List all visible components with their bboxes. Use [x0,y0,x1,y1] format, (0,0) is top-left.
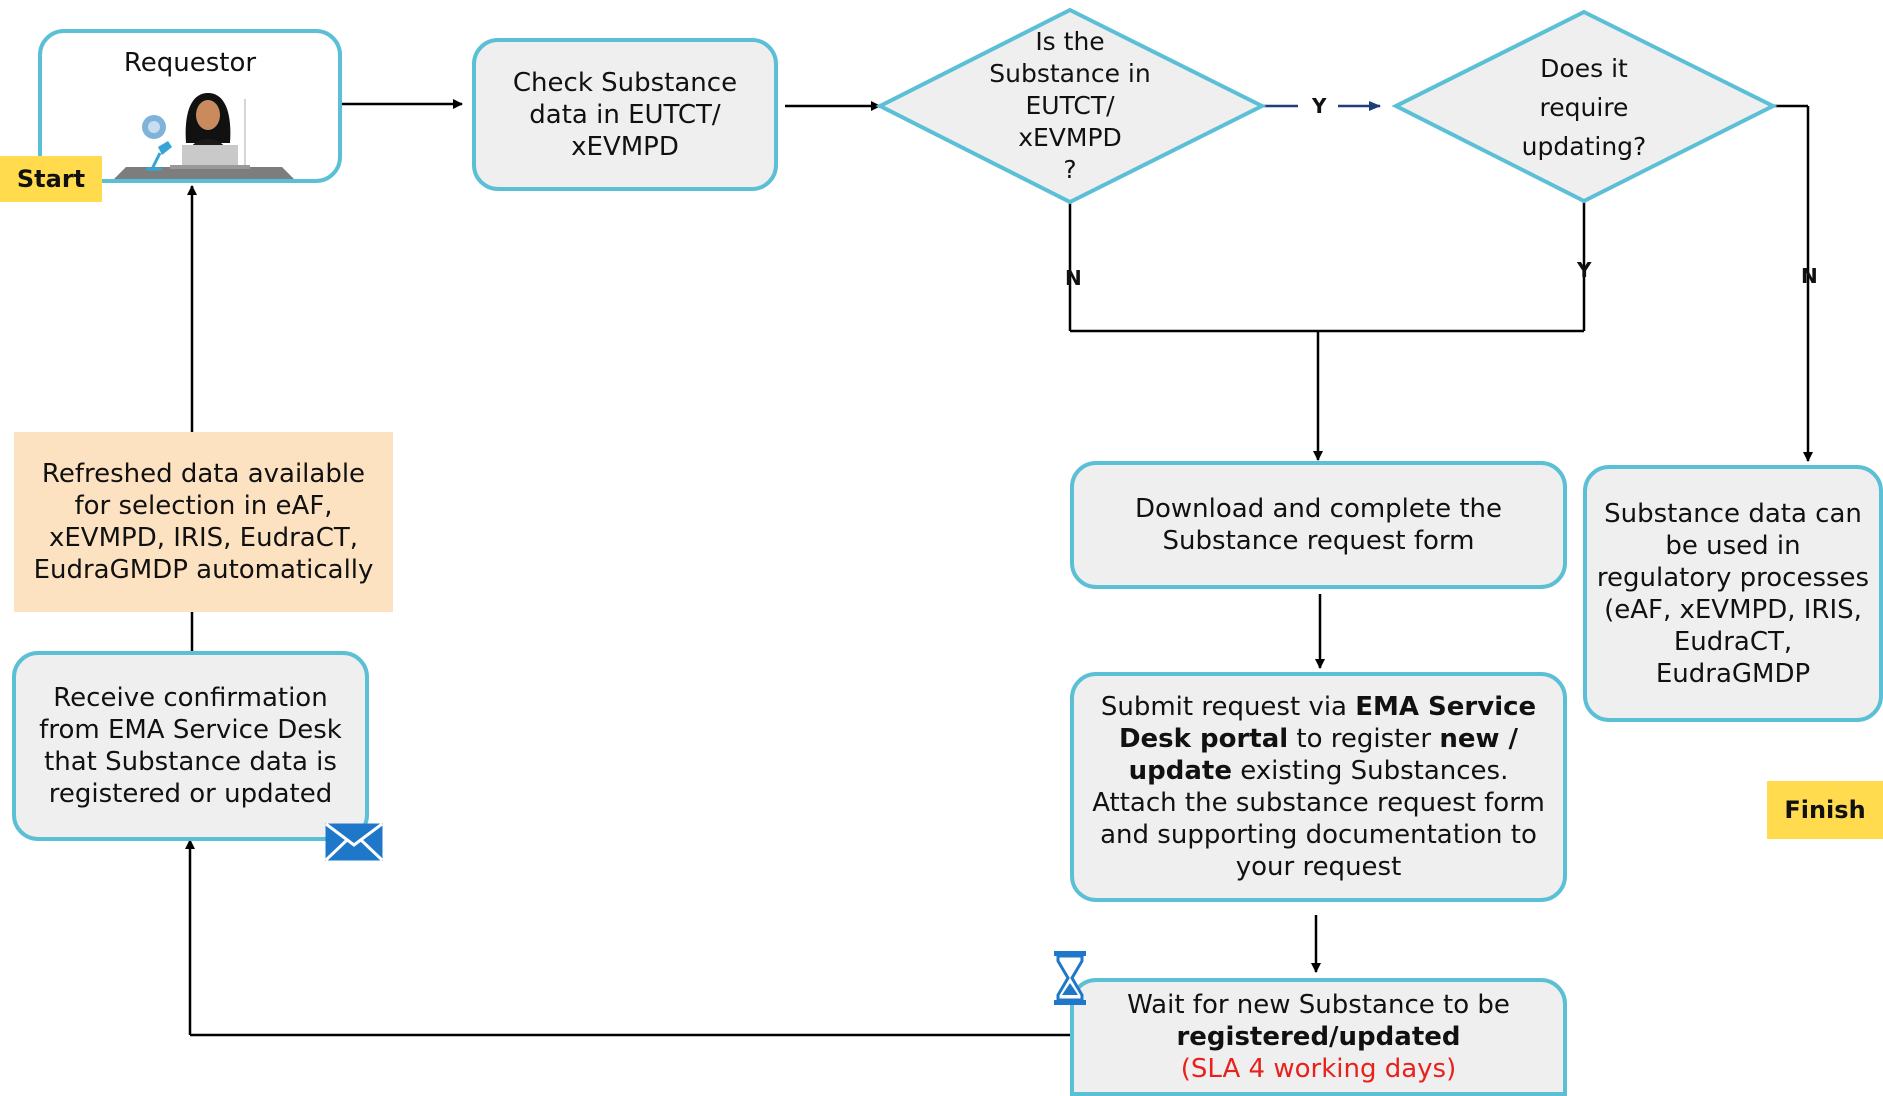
refreshed-data-note: Refreshed data available for selection i… [14,432,393,612]
wait-registration-box: Wait for new Substance to be registered/… [1070,978,1567,1096]
check-substance-text: Check Substance data in EUTCT/ xEVMPD [512,67,738,162]
decision1-text: Is the Substance in EUTCT/ xEVMPD ? [989,27,1151,184]
envelope-icon [325,823,383,861]
requestor-box: Requestor [38,29,342,183]
check-substance-box: Check Substance data in EUTCT/ xEVMPD [472,38,778,191]
start-badge: Start [0,156,102,202]
hourglass-icon [1054,951,1086,1005]
label-no-decision2: N [1801,264,1818,288]
label-no-decision1: N [1065,266,1082,290]
decision1-shape [875,7,1267,205]
receive-confirmation-box: Receive confirmation from EMA Service De… [12,651,369,841]
label-yes-decision2: Y [1577,258,1592,282]
decision2-shape [1391,9,1778,204]
label-yes-decision1: Y [1312,94,1327,118]
finish-badge: Finish [1767,781,1883,839]
download-form-box: Download and complete the Substance requ… [1070,461,1567,589]
requestor-label: Requestor [123,48,257,78]
substance-usable-box: Substance data can be used in regulatory… [1583,465,1883,722]
decision2-text: Does it require updating? [1521,54,1647,161]
person-at-desk-icon [114,93,294,179]
submit-request-box: Submit request via EMA Service Desk port… [1070,672,1567,902]
